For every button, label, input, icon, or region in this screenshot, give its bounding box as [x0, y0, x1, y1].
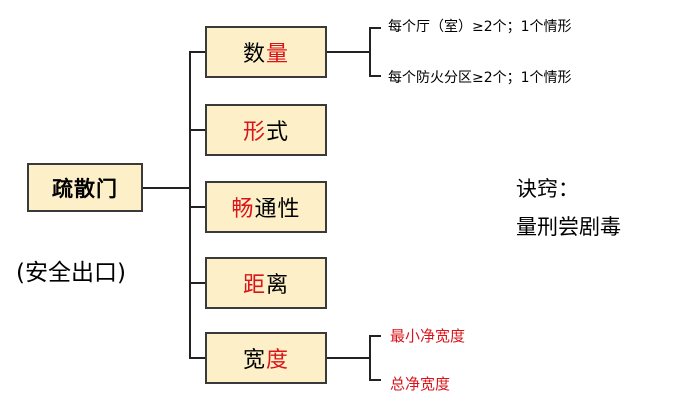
branch-distance-char2: 离	[266, 273, 290, 298]
branch-smoothness-char2: 通性	[254, 197, 301, 222]
width-connector	[327, 357, 370, 359]
branch-quantity-char1: 数	[242, 42, 266, 67]
width-bracket-vertical	[369, 335, 371, 381]
branch-stub-5	[189, 357, 206, 359]
branch-form-char2: 式	[266, 120, 290, 145]
width-note-total: 总净宽度	[390, 375, 451, 393]
branch-distance: 距离	[205, 257, 327, 309]
root-subtitle: (安全出口)	[16, 260, 126, 286]
branch-form: 形式	[205, 104, 327, 156]
quantity-note-fire-zone: 每个防火分区≥2个；1个情形	[388, 70, 572, 86]
mnemonic-block: 诀窍： 量刑尝剧毒	[516, 170, 621, 246]
width-bracket-bottom	[369, 379, 381, 381]
branch-quantity: 数量	[205, 26, 327, 78]
quantity-bracket-top	[369, 27, 381, 29]
branch-width-char2: 度	[266, 348, 290, 373]
branch-form-char1: 形	[242, 120, 266, 145]
branch-stub-3	[189, 206, 206, 208]
branch-smoothness: 畅通性	[205, 181, 327, 233]
root-node: 疏散门	[27, 163, 143, 212]
root-connector	[143, 187, 190, 189]
mnemonic-text: 量刑尝剧毒	[516, 215, 621, 239]
branch-stub-2	[189, 129, 206, 131]
quantity-bracket-bottom	[369, 75, 381, 77]
branch-width: 宽度	[205, 332, 327, 384]
branch-smoothness-char1: 畅	[231, 197, 255, 222]
width-note-min: 最小净宽度	[390, 327, 466, 345]
quantity-connector	[327, 51, 370, 53]
branch-stub-1	[189, 51, 206, 53]
width-bracket-top	[369, 335, 381, 337]
trunk-line	[189, 51, 191, 359]
branch-width-char1: 宽	[242, 348, 266, 373]
root-label: 疏散门	[52, 176, 118, 201]
quantity-note-room: 每个厅（室）≥2个；1个情形	[388, 19, 572, 35]
mnemonic-title: 诀窍：	[516, 177, 579, 201]
branch-distance-char1: 距	[242, 273, 266, 298]
branch-quantity-char2: 量	[266, 42, 290, 67]
quantity-bracket-vertical	[369, 27, 371, 77]
branch-stub-4	[189, 282, 206, 284]
